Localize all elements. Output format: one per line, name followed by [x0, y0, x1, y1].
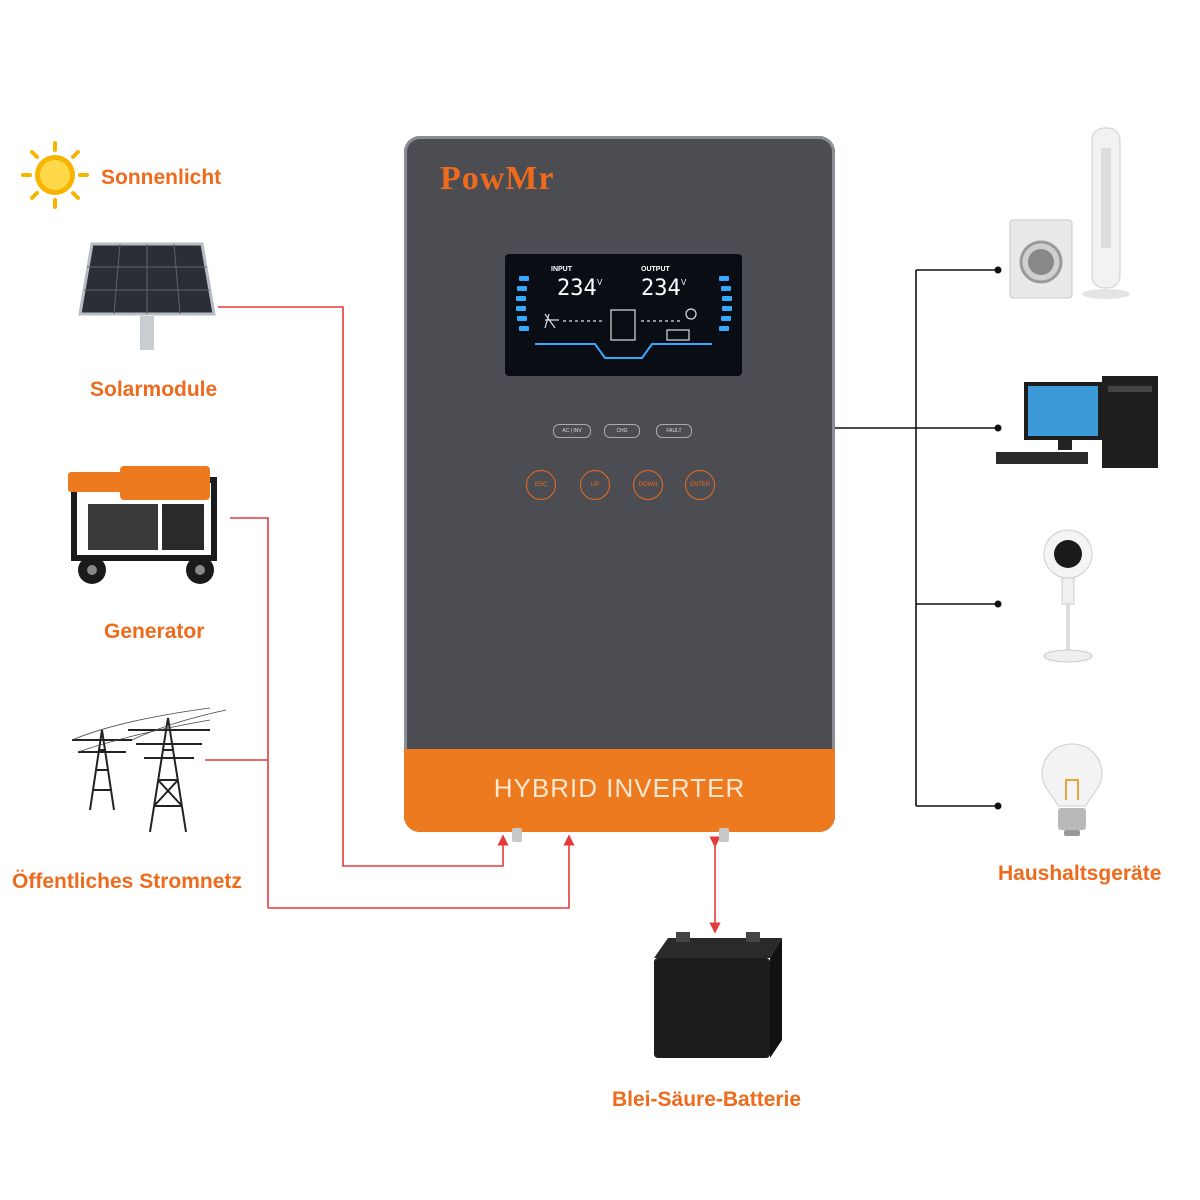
loads-label: Haushaltsgeräte	[998, 862, 1162, 885]
solar-panel-icon	[78, 242, 216, 350]
indicator-fault-label: FAULT	[666, 428, 682, 434]
sun-label: Sonnenlicht	[101, 166, 222, 189]
power-grid-icon	[71, 707, 227, 833]
output-node-4	[994, 802, 1002, 810]
grid-label: Öffentliches Stromnetz	[12, 870, 242, 893]
generator-label: Generator	[104, 620, 205, 643]
lcd-output-value: 234	[641, 276, 681, 301]
sun-icon	[21, 141, 89, 209]
inverter-brand-logo: PowMr	[440, 160, 555, 197]
indicator-chg-label: CHG	[616, 428, 628, 434]
inverter-model-band: HYBRID INVERTER	[404, 749, 835, 832]
terminal-pv	[512, 828, 522, 842]
desktop-computer-icon	[996, 376, 1158, 468]
indicator-inv-label: INV	[573, 428, 582, 434]
lcd-input-label: INPUT	[551, 266, 572, 273]
ac-input-wire	[268, 834, 575, 909]
lcd-output-unit: V	[681, 278, 687, 287]
lcd-display: INPUT OUTPUT 234 V 234 V	[505, 254, 742, 376]
enter-button[interactable]: ENTER	[685, 470, 715, 500]
terminal-battery	[719, 828, 729, 842]
output-node-2	[994, 424, 1002, 432]
esc-button[interactable]: ESC	[526, 470, 556, 500]
generator-wire	[230, 517, 269, 908]
battery-label: Blei-Säure-Batterie	[612, 1088, 802, 1111]
inverter-model-label: HYBRID INVERTER	[493, 773, 746, 803]
indicator-ac-inv: AC | INV	[553, 424, 591, 438]
generator-icon	[68, 466, 217, 584]
battery-icon	[654, 932, 782, 1058]
pedestal-fan-icon	[1043, 529, 1093, 663]
up-button[interactable]: UP	[580, 470, 610, 500]
indicator-chg: CHG	[604, 424, 640, 438]
indicator-fault: FAULT	[656, 424, 692, 438]
solar-input-wire	[218, 306, 509, 867]
solar-label: Solarmodule	[90, 378, 218, 401]
light-bulb-icon	[1041, 743, 1103, 836]
output-node-1	[994, 266, 1002, 274]
down-button-label: DOWN	[638, 482, 658, 488]
lcd-input-unit: V	[597, 278, 603, 287]
washing-machine-and-tower-fan-icon	[1009, 127, 1130, 299]
lcd-input-value: 234	[557, 276, 597, 301]
output-node-3	[994, 600, 1002, 608]
enter-button-label: ENTER	[689, 482, 711, 488]
up-button-label: UP	[590, 482, 600, 488]
lcd-graphics	[516, 276, 732, 359]
down-button[interactable]: DOWN	[633, 470, 663, 500]
indicator-ac-label: AC	[562, 428, 570, 434]
hybrid-inverter: PowMr INPUT OUTPUT 234 V	[404, 136, 835, 832]
esc-button-label: ESC	[534, 482, 548, 488]
lcd-output-label: OUTPUT	[641, 266, 670, 273]
